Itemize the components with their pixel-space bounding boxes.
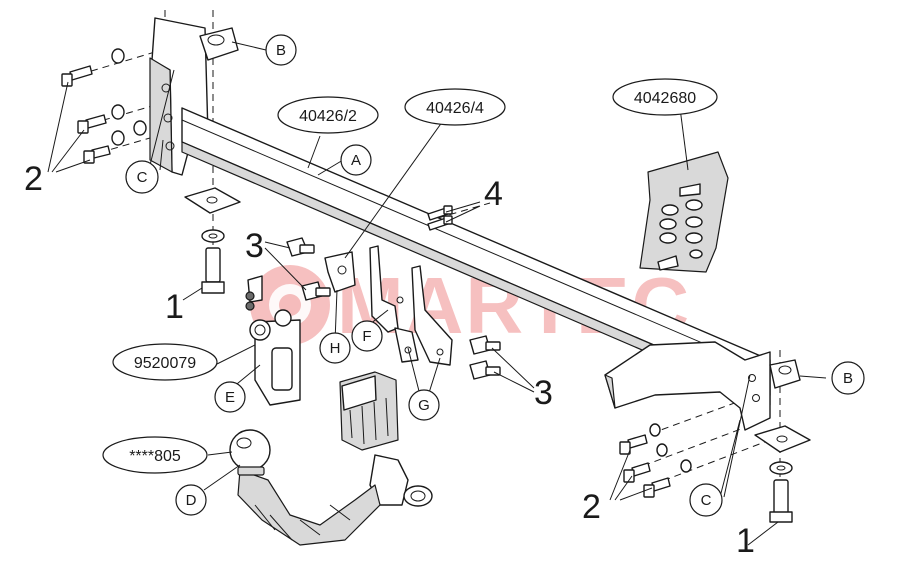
bottom-fixing-right bbox=[754, 425, 811, 523]
step-number-1-left: 1 bbox=[165, 288, 184, 326]
svg-text:9520079: 9520079 bbox=[134, 355, 196, 372]
callout-letter-f: F bbox=[351, 320, 383, 352]
svg-text:E: E bbox=[225, 389, 235, 406]
upper-bolts bbox=[427, 205, 453, 231]
callout-bracket-code: 40426/4 bbox=[404, 88, 506, 126]
svg-text:4042680: 4042680 bbox=[634, 90, 696, 107]
callout-letter-e: E bbox=[214, 381, 246, 413]
svg-text:C: C bbox=[137, 169, 148, 186]
callout-letter-b-left: B bbox=[265, 34, 297, 66]
frame-bolts-left bbox=[61, 48, 147, 164]
bracket-bolts bbox=[286, 237, 501, 380]
bottom-fixing-left bbox=[184, 187, 241, 294]
step-number-2-left: 2 bbox=[24, 160, 43, 198]
callout-letter-b-right: B bbox=[831, 361, 865, 395]
towball bbox=[229, 429, 381, 546]
step-number-2-right: 2 bbox=[582, 488, 601, 526]
svg-text:40426/4: 40426/4 bbox=[426, 100, 484, 117]
svg-text:B: B bbox=[843, 370, 853, 387]
callout-socket-plate-code: 9520079 bbox=[112, 343, 218, 381]
svg-text:****805: ****805 bbox=[129, 448, 181, 465]
svg-text:H: H bbox=[330, 340, 341, 357]
svg-text:C: C bbox=[701, 492, 712, 509]
callout-kit-code: 4042680 bbox=[612, 78, 718, 116]
svg-text:G: G bbox=[418, 397, 430, 414]
callout-letter-g: G bbox=[408, 389, 440, 421]
svg-text:F: F bbox=[362, 328, 371, 345]
step-number-3-lower: 3 bbox=[534, 374, 553, 412]
callout-towball-code: ****805 bbox=[102, 436, 208, 474]
clamp-bracket bbox=[324, 251, 356, 293]
callout-letter-c-left: C bbox=[125, 160, 159, 194]
step-number-3-upper: 3 bbox=[245, 227, 264, 265]
crossbar bbox=[181, 107, 771, 406]
frame-bolts-right bbox=[619, 423, 692, 498]
callout-letter-a: A bbox=[340, 144, 372, 176]
fitting-kit-bag bbox=[639, 151, 729, 273]
svg-text:B: B bbox=[276, 42, 286, 59]
callout-crossbar-code: 40426/2 bbox=[277, 96, 379, 134]
callout-letter-d: D bbox=[175, 484, 207, 516]
svg-text:40426/2: 40426/2 bbox=[299, 108, 357, 125]
svg-text:A: A bbox=[351, 152, 361, 169]
socket-plate bbox=[245, 275, 301, 406]
step-number-4: 4 bbox=[484, 175, 503, 213]
leader-lines bbox=[47, 41, 827, 546]
callout-letter-h: H bbox=[319, 332, 351, 364]
center-bracket bbox=[369, 245, 453, 366]
side-bracket-right bbox=[604, 341, 801, 431]
svg-text:D: D bbox=[186, 492, 197, 509]
step-number-1-right: 1 bbox=[736, 522, 755, 560]
electric-socket bbox=[339, 371, 433, 507]
callout-letter-c-right: C bbox=[689, 483, 723, 517]
